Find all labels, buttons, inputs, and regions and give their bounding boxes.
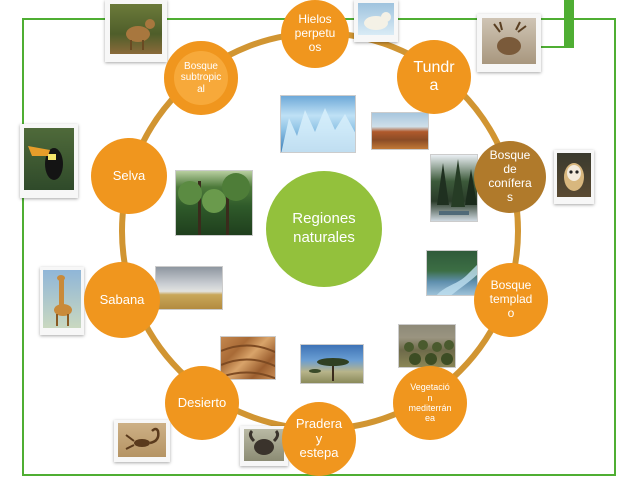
node-vegetacion-mediterranea: Vegetació n mediterrán ea	[393, 366, 467, 440]
node-label: Vegetació n mediterrán ea	[408, 382, 452, 424]
tundra-landscape-photo	[371, 112, 429, 150]
node-tundra: Tundr a	[397, 40, 471, 114]
node-label: Tundr a	[413, 58, 455, 94]
node-label: Hielos perpetu os	[294, 12, 336, 54]
node-label: Sabana	[99, 291, 145, 307]
reindeer-polaroid	[477, 14, 541, 72]
deer-polaroid	[105, 0, 167, 62]
center-label: Regiones naturales	[292, 210, 356, 246]
polar-bear-polaroid	[354, 0, 398, 42]
glacier-photo	[280, 95, 356, 153]
acacia-photo	[300, 344, 364, 384]
jungle-photo	[175, 170, 253, 236]
corner-accent-tab	[564, 0, 574, 48]
node-label: Bosque templad o	[489, 278, 533, 320]
giraffe-polaroid	[40, 267, 84, 335]
node-sabana: Sabana	[84, 262, 160, 338]
toucan-polaroid	[20, 124, 78, 198]
dunes-photo	[220, 336, 276, 380]
buffalo-polaroid	[240, 426, 288, 466]
node-bosque-templado: Bosque templad o	[474, 263, 548, 337]
river-forest-photo	[426, 250, 478, 296]
scorpion-polaroid	[114, 420, 170, 462]
node-label: Desierto	[177, 394, 227, 410]
node-label: Pradera y estepa	[295, 415, 343, 461]
conifer-forest-photo	[430, 154, 478, 222]
savanna-photo	[155, 266, 223, 310]
node-label: Bosque subtropic al	[180, 60, 222, 95]
center-node-regiones: Regiones naturales	[266, 171, 382, 287]
node-label: Bosque de conífera s	[488, 148, 532, 204]
olive-grove-photo	[398, 324, 456, 368]
owl-polaroid	[554, 150, 594, 204]
node-bosque-subtropical: Bosque subtropic al	[164, 41, 238, 115]
node-label: Selva	[112, 167, 146, 183]
node-selva: Selva	[91, 138, 167, 214]
node-bosque-conifera: Bosque de conífera s	[474, 141, 546, 213]
node-inner-fill	[174, 51, 228, 105]
node-desierto: Desierto	[165, 366, 239, 440]
node-pradera-estepa: Pradera y estepa	[282, 402, 356, 476]
node-hielos-perpetuos: Hielos perpetu os	[281, 0, 349, 68]
